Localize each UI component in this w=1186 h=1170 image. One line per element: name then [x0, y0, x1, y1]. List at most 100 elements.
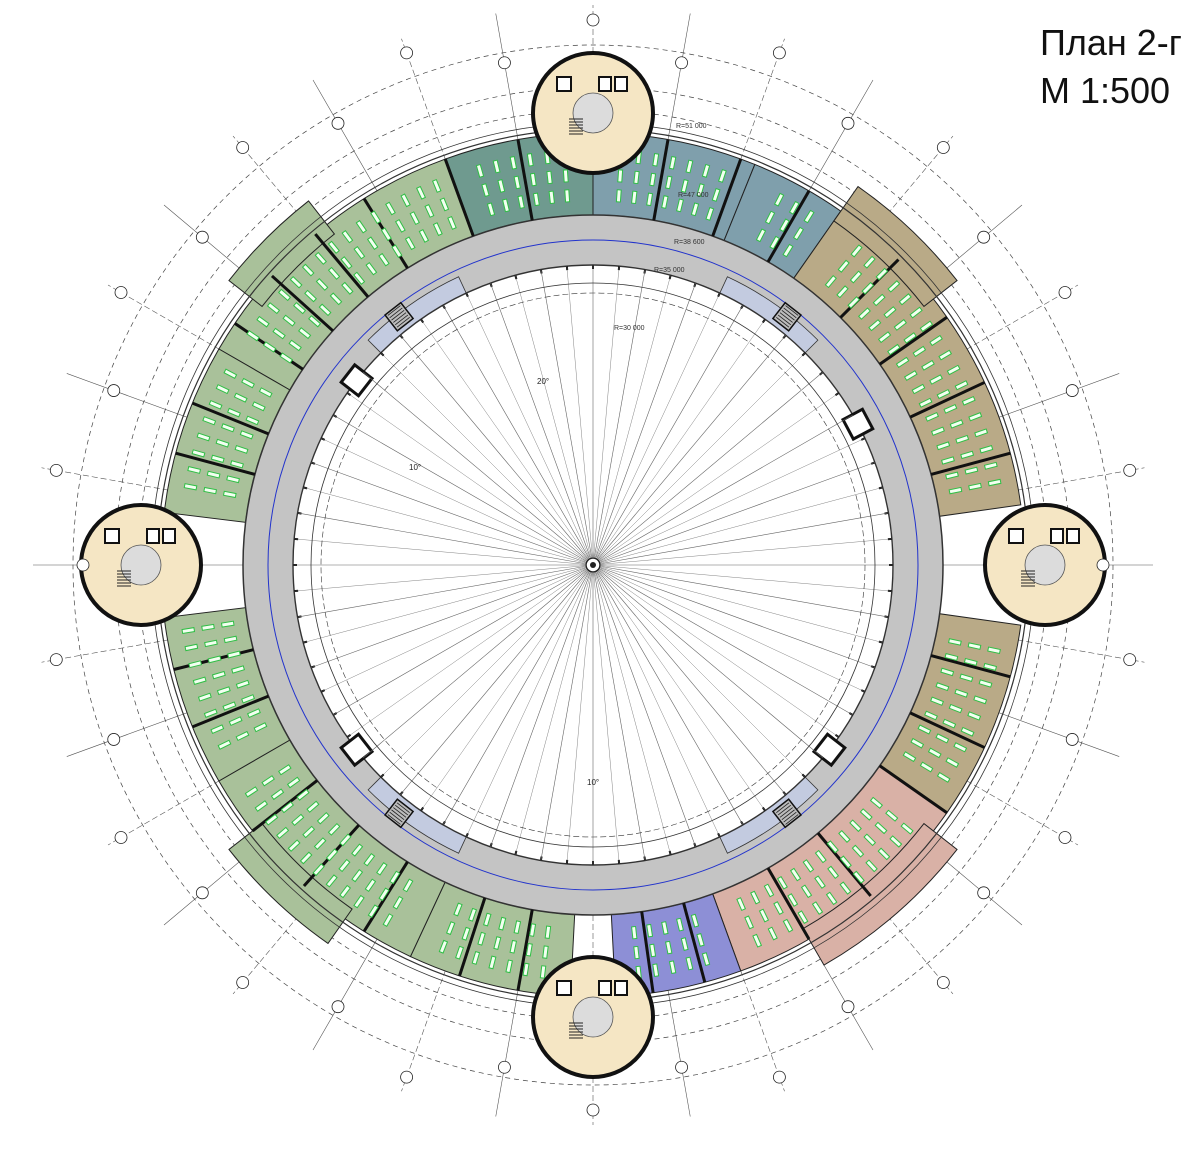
courtyard-grid-line: [466, 293, 590, 558]
grid-axis-bubble: [1065, 384, 1079, 397]
furniture-item: [836, 285, 849, 299]
furniture-item: [893, 318, 907, 331]
furniture-item: [439, 197, 450, 212]
furniture-item: [228, 716, 243, 727]
furniture-item: [351, 843, 364, 857]
furniture-item: [546, 170, 553, 185]
angle-label-10-left: 10°: [409, 463, 421, 472]
furniture-item: [960, 726, 975, 737]
furniture-item: [370, 210, 382, 225]
furniture-item: [936, 388, 951, 400]
grid-axis-bubble: [114, 286, 128, 299]
furniture-item: [202, 416, 217, 426]
furniture-item: [943, 403, 958, 414]
furniture-item: [562, 169, 569, 183]
courtyard-grid-line: [333, 568, 587, 716]
furniture-item: [529, 172, 537, 187]
furniture-item: [341, 229, 354, 244]
furniture-item: [492, 159, 501, 174]
furniture-item: [291, 813, 305, 826]
furniture-item: [900, 822, 914, 835]
furniture-item: [803, 209, 815, 224]
stair-step: [394, 804, 409, 816]
furniture-item: [223, 635, 238, 644]
furniture-item: [313, 837, 327, 851]
furniture-item: [847, 296, 861, 309]
courtyard-grid-line: [540, 572, 592, 861]
furniture-item: [837, 259, 850, 273]
grid-axis-bubble: [400, 46, 413, 60]
furniture-item: [522, 962, 530, 977]
room-wall: [711, 158, 743, 237]
lift-shaft: [556, 76, 572, 92]
grid-axis-bubble: [400, 1070, 413, 1084]
courtyard-grid-line: [600, 487, 883, 564]
stair-step: [387, 305, 401, 316]
furniture-item: [752, 933, 763, 948]
furniture-item: [382, 913, 394, 927]
furniture-item: [266, 302, 281, 315]
furniture-item: [431, 178, 442, 193]
courtyard-grid-line: [594, 269, 646, 558]
courtyard-grid-line: [294, 565, 586, 592]
furniture-item: [329, 292, 343, 306]
courtyard-grid-line: [596, 571, 744, 825]
courtyard-grid-line: [594, 572, 646, 861]
furniture-item: [617, 169, 624, 183]
grid-axis-bubble: [936, 141, 950, 154]
furniture-item: [680, 937, 689, 951]
courtyard-grid-line: [600, 565, 892, 592]
room-wall: [816, 832, 872, 897]
courtyard-grid-line: [598, 570, 806, 778]
furniture-item: [903, 332, 917, 344]
stair-well: [771, 301, 803, 332]
furniture-item: [929, 374, 943, 385]
courtyard-grid-line: [347, 392, 587, 561]
furniture-item: [959, 673, 974, 682]
furniture-item: [223, 368, 238, 380]
furniture-item: [234, 445, 249, 454]
furniture-item: [852, 870, 865, 884]
furniture-item: [192, 676, 207, 685]
furniture-item: [525, 942, 533, 957]
furniture-item: [696, 183, 705, 198]
furniture-item: [935, 682, 950, 692]
furniture-item: [325, 848, 339, 862]
furniture-item: [763, 883, 775, 898]
grid-axis-bubble: [331, 1000, 345, 1014]
furniture-item: [216, 686, 231, 696]
center-dot: [590, 562, 596, 568]
angle-label-20: 20°: [537, 377, 549, 386]
grid-axis-bubble: [1065, 733, 1079, 746]
stair-step: [391, 809, 405, 821]
furniture-item: [509, 155, 518, 170]
stair-step: [389, 811, 403, 823]
grid-axis-bubble: [195, 230, 209, 244]
grid-axis-bubble: [107, 733, 121, 746]
furniture-item: [874, 821, 888, 835]
furniture-item: [513, 920, 522, 935]
grid-axis-bubble: [1123, 653, 1137, 667]
furniture-item: [272, 327, 286, 340]
courtyard-grid-line: [362, 569, 588, 759]
furniture-item: [978, 679, 993, 688]
courtyard-grid-line: [310, 567, 586, 668]
furniture-item: [254, 800, 269, 812]
furniture-item: [340, 256, 353, 270]
furniture-item: [468, 907, 478, 922]
furniture-item: [814, 875, 826, 889]
furniture-item: [481, 183, 490, 198]
room-wall: [682, 902, 707, 983]
furniture-item: [241, 694, 256, 704]
furniture-item: [736, 897, 747, 912]
furniture-item: [789, 867, 802, 882]
stair-icon: [569, 1022, 583, 1039]
stair-icon: [117, 570, 131, 587]
furniture-item: [987, 478, 1002, 487]
furniture-item: [909, 306, 923, 319]
grid-axis-bubble: [1058, 831, 1072, 844]
grid-axis-bubble: [936, 976, 950, 989]
furniture-item: [301, 263, 315, 277]
courtyard-grid-line: [595, 572, 696, 848]
furniture-item: [863, 833, 877, 847]
